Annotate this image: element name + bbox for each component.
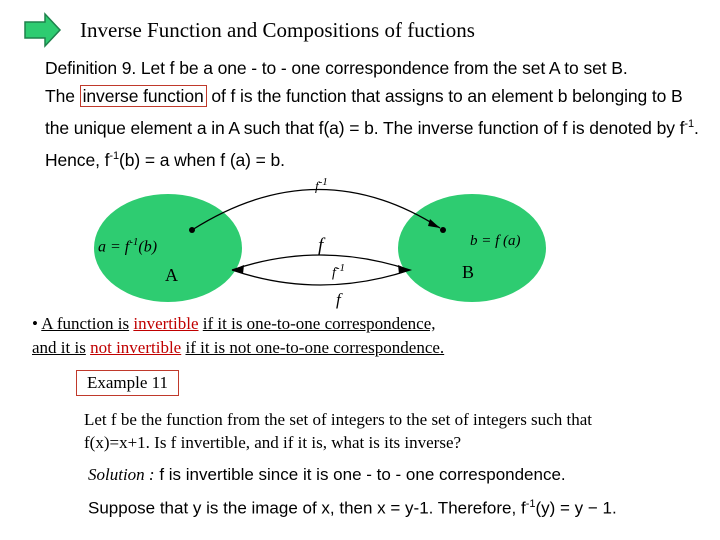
- definition-text-2-pre: The: [45, 86, 75, 106]
- arrowhead-left-icon: [232, 265, 244, 274]
- page-title: Inverse Function and Compositions of fuc…: [80, 18, 475, 42]
- inverse-label-top: f-1: [315, 176, 328, 194]
- set-a-label: A: [165, 265, 178, 285]
- definition-line-2: The inverse function of f is the functio…: [45, 85, 683, 107]
- invertible-term: invertible: [133, 314, 199, 333]
- solution-sup: -1: [525, 498, 536, 510]
- not-invertible-term: not invertible: [90, 338, 182, 357]
- solution-text-2-pre: Suppose that y is the image of x, then x…: [88, 498, 526, 518]
- definition-text-4-post: (b) = a when f (a) = b.: [118, 150, 285, 170]
- arrowhead-right-icon: [398, 265, 410, 274]
- inverse-label-top-f: f: [315, 178, 319, 194]
- right-equation: b = f (a): [470, 233, 521, 249]
- title-arrow-icon: [24, 12, 62, 48]
- example-label: Example 11: [76, 370, 180, 396]
- bullet-text-1a: A function is: [41, 314, 130, 333]
- definition-text-3-end: .: [693, 118, 699, 138]
- definition-line-1: Definition 9. Let f be a one - to - one …: [45, 58, 628, 79]
- example-line-2: f(x)=x+1. Is f invertible, and if it is,…: [84, 433, 462, 452]
- left-equation-end: (b): [138, 238, 158, 256]
- inverse-function-term: inverse function: [79, 85, 207, 107]
- bullet-line-2: and it is not invertible if it is not on…: [32, 338, 444, 358]
- inverse-label-lower: f-1: [332, 262, 345, 282]
- set-b-label: B: [462, 262, 475, 282]
- element-b-dot: [440, 227, 446, 233]
- left-equation-sup: -1: [129, 236, 139, 248]
- definition-text-2-post: of f is the function that assigns to an …: [211, 86, 683, 106]
- example-line-1: Let f be the function from the set of in…: [84, 410, 592, 429]
- definition-line-4: Hence, f-1(b) = a when f (a) = b.: [45, 150, 285, 171]
- inverse-arrow-upper: [191, 188, 441, 231]
- solution-text-2-post: (y) = y − 1.: [535, 498, 617, 518]
- function-label-bottom: f: [336, 290, 341, 309]
- mapping-loop: [231, 254, 413, 286]
- definition-text-1: Definition 9. Let f be a one - to - one …: [45, 58, 628, 78]
- set-a-ellipse: [94, 194, 242, 302]
- inverse-label-lower-sup: -1: [335, 262, 346, 274]
- left-equation: a = f-1(b): [98, 236, 157, 256]
- bullet-text-2a: and it is: [32, 338, 86, 357]
- definition-text-3: the unique element a in A such that f(a)…: [45, 118, 685, 138]
- solution-line-2: Suppose that y is the image of x, then x…: [88, 498, 617, 519]
- solution-line-1: Solution : f is invertible since it is o…: [88, 465, 566, 485]
- definition-line-3: the unique element a in A such that f(a)…: [45, 118, 699, 139]
- bullet-text-2b: if it is not one-to-one correspondence.: [185, 338, 445, 357]
- set-b-ellipse: [398, 194, 546, 302]
- inverse-superscript: -1: [109, 150, 119, 163]
- definition-text-4-pre: Hence, f: [45, 150, 110, 170]
- inverse-label-lower-f: f: [332, 265, 336, 281]
- arrowhead-icon: [428, 219, 440, 228]
- bullet-line-1: • A function is invertible if it is one-…: [32, 314, 436, 334]
- solution-text-1: f is invertible since it is one - to - o…: [159, 465, 566, 484]
- inverse-label-top-sup: -1: [318, 176, 328, 188]
- left-equation-text: a = f: [98, 238, 130, 256]
- solution-label: Solution :: [88, 465, 155, 484]
- function-label-mid: f: [318, 235, 324, 256]
- bullet-mark: •: [32, 314, 38, 333]
- bullet-text-1b: if it is one-to-one correspondence,: [202, 314, 436, 333]
- inverse-superscript: -1: [684, 118, 694, 131]
